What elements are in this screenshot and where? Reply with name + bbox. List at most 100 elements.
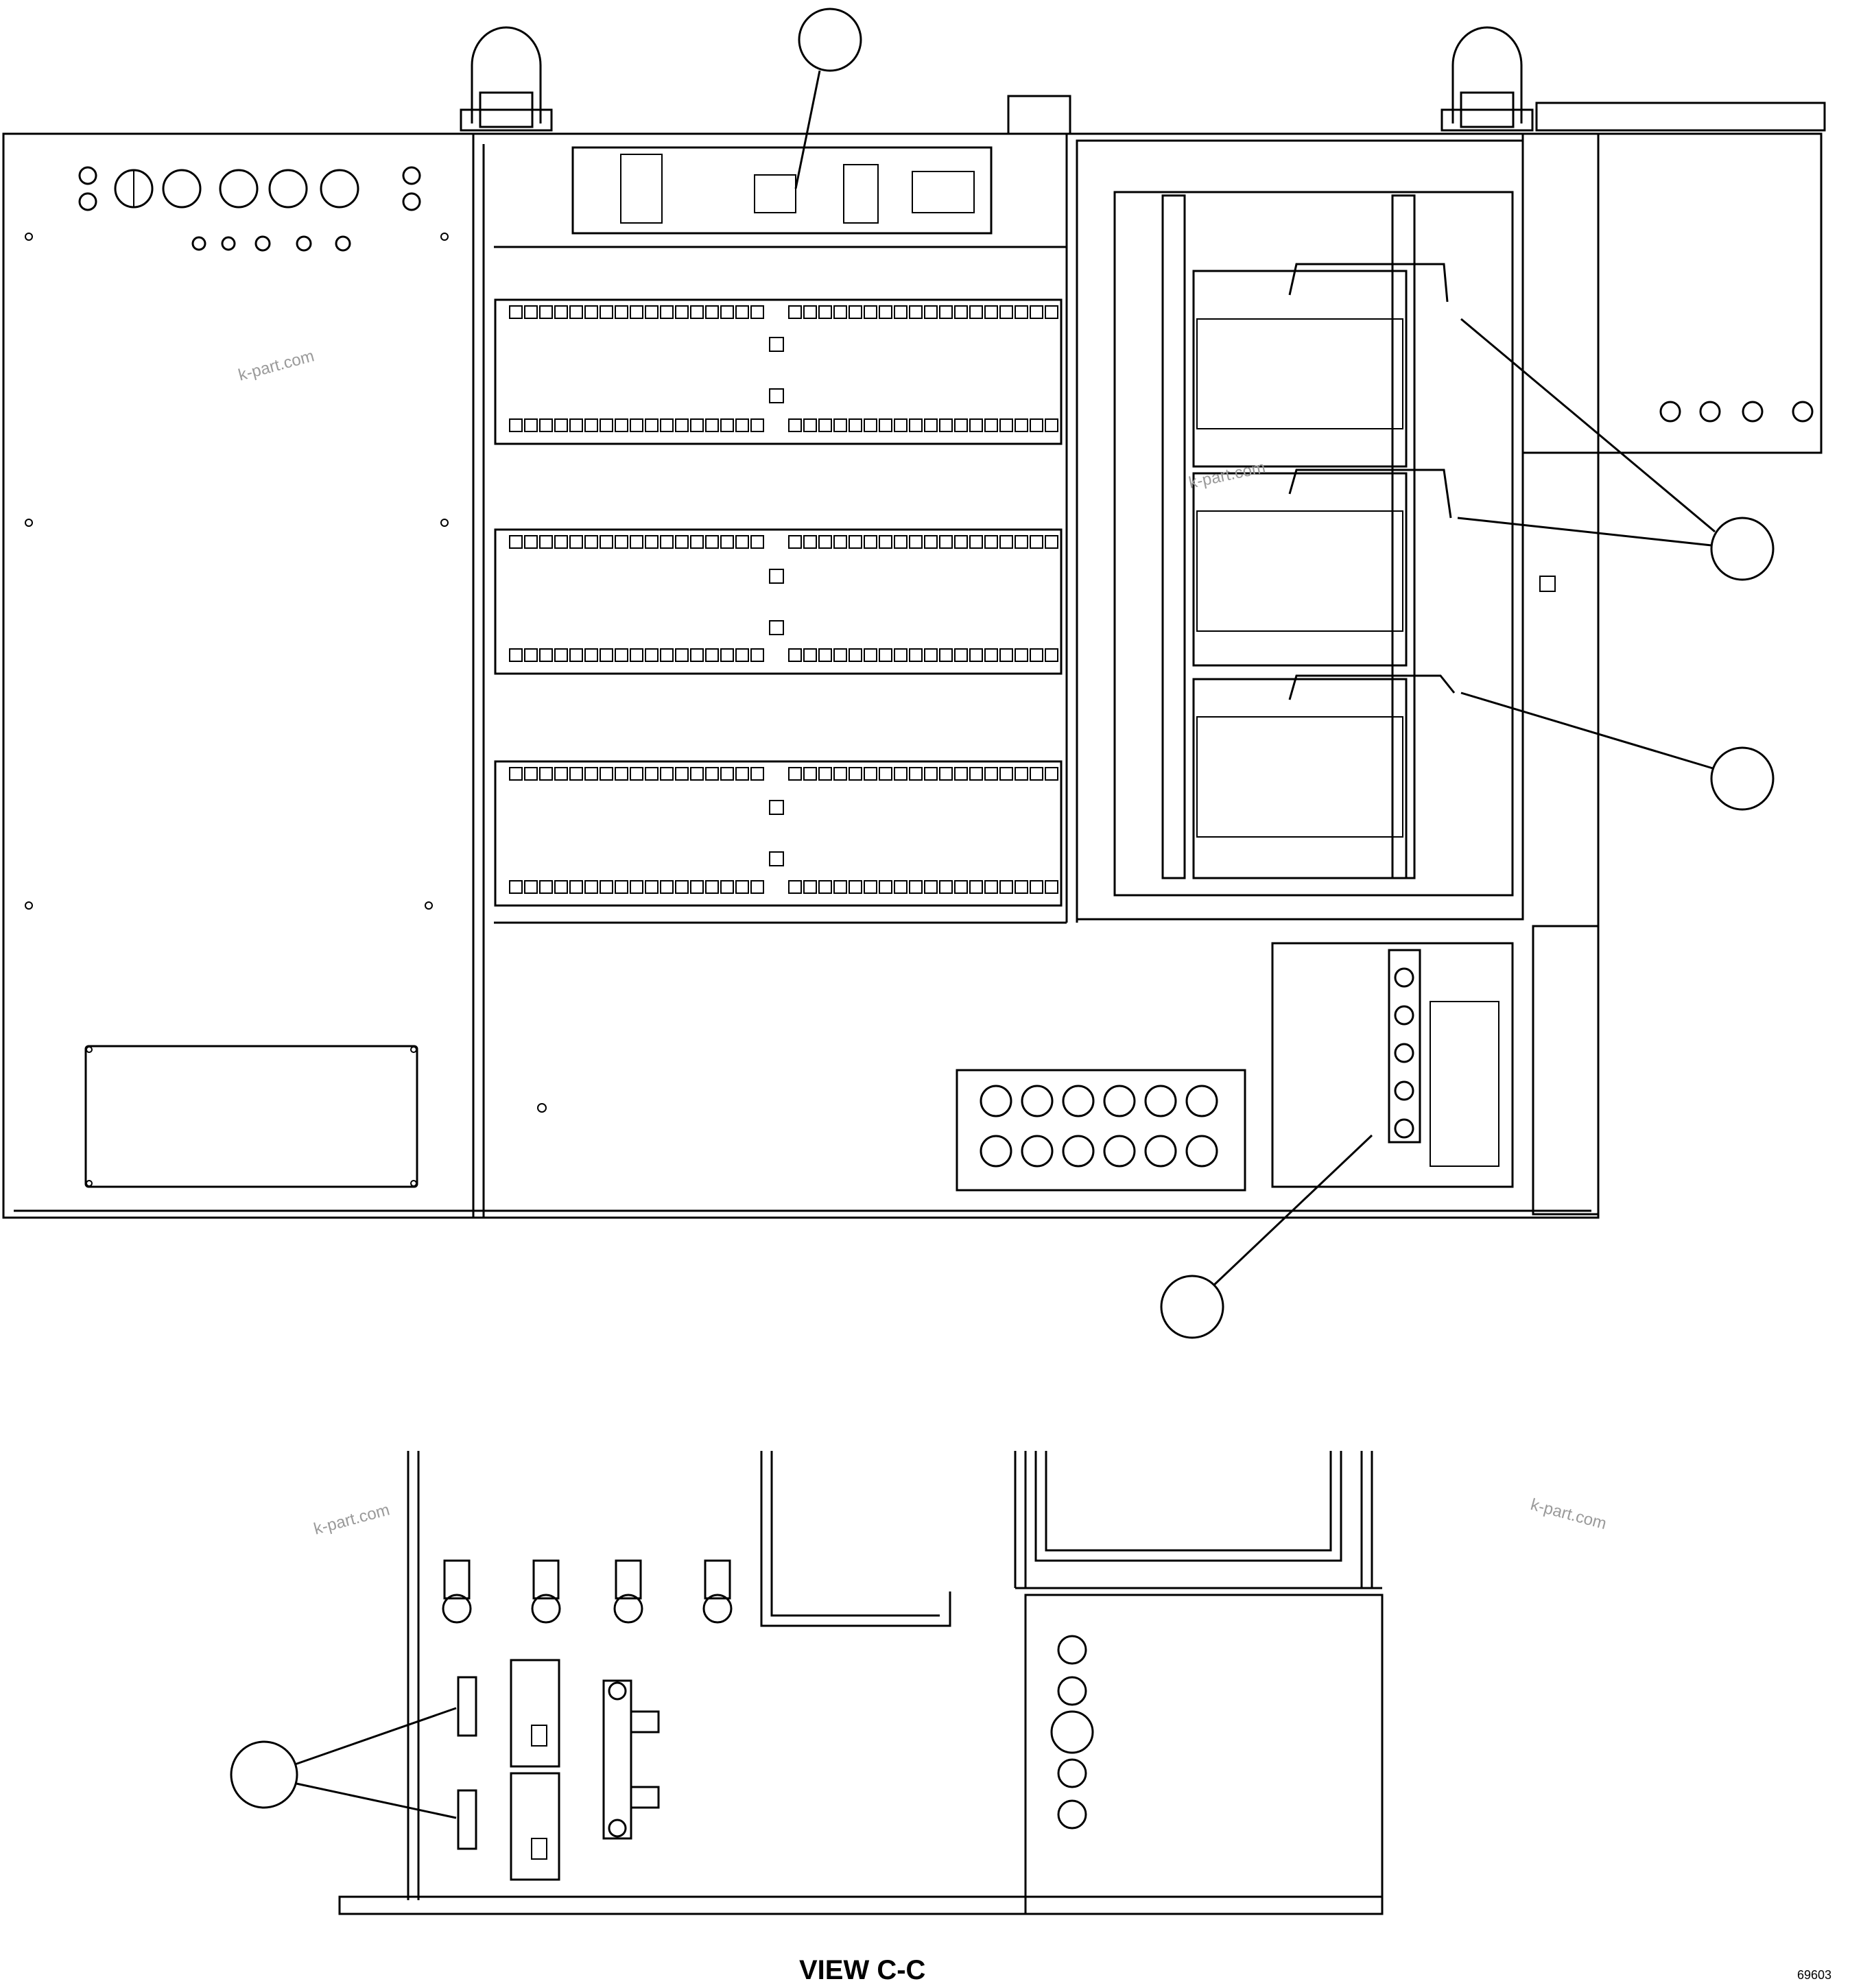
terminal-cell (894, 767, 908, 781)
terminal-cell (690, 767, 704, 781)
terminal-cell (705, 648, 719, 662)
terminal-cell (554, 880, 568, 894)
terminal-cell (954, 880, 968, 894)
terminal-cell (615, 418, 628, 432)
terminal-cell (524, 767, 538, 781)
lugs-row (442, 1559, 733, 1624)
terminal-strip-3 (494, 760, 1063, 907)
terminal-cell (1045, 648, 1058, 662)
terminal-cell (939, 418, 953, 432)
terminal-cell (630, 648, 643, 662)
cable-gland (1062, 1085, 1095, 1117)
terminal-cell (924, 305, 938, 319)
terminal-cell (615, 880, 628, 894)
access-cover (84, 1045, 418, 1188)
terminal-cell (969, 880, 983, 894)
terminal-cell (909, 305, 923, 319)
middle-panel (494, 134, 1078, 1113)
terminal-cell (509, 535, 523, 549)
terminal-cell (999, 305, 1013, 319)
terminal-cell (864, 880, 877, 894)
terminal-cell (864, 535, 877, 549)
terminal-cell (818, 305, 832, 319)
terminal-cell (539, 418, 553, 432)
terminal-cell (750, 535, 764, 549)
terminal-cell (705, 880, 719, 894)
terminal-cell (818, 880, 832, 894)
terminal-cell (584, 767, 598, 781)
cable-gland (1103, 1085, 1136, 1117)
terminal-cell (660, 535, 674, 549)
terminal-cell (1045, 305, 1058, 319)
terminal-cell (909, 648, 923, 662)
terminal-cell (660, 880, 674, 894)
terminal-cell (999, 418, 1013, 432)
contactor-assembly (571, 146, 993, 235)
terminal-cell (569, 767, 583, 781)
terminal-cell (645, 418, 659, 432)
terminal-cell (984, 767, 998, 781)
gauge-2 (162, 169, 202, 209)
terminal-cell (1030, 880, 1043, 894)
terminal-cell (630, 418, 643, 432)
terminal-cell (735, 535, 749, 549)
terminal-cell (999, 648, 1013, 662)
terminal-cell (803, 648, 817, 662)
terminal-cell (750, 880, 764, 894)
terminal-cell (584, 648, 598, 662)
terminal-cell (690, 418, 704, 432)
terminal-cell (645, 767, 659, 781)
lower-area (956, 925, 1600, 1216)
terminal-cell (735, 418, 749, 432)
terminal-cell (630, 767, 643, 781)
cable-gland (980, 1135, 1012, 1168)
terminal-cell (939, 880, 953, 894)
semiconductor-module-1 (1192, 270, 1408, 468)
watermark-3: k-part.com (312, 1500, 392, 1538)
terminal-cell (1015, 648, 1028, 662)
terminal-cell (788, 648, 802, 662)
terminal-cell (645, 305, 659, 319)
busbar-3 (1288, 674, 1456, 700)
terminal-cell (720, 535, 734, 549)
terminal-cell (879, 535, 892, 549)
callouts-top (794, 8, 1775, 1339)
terminal-cell (524, 535, 538, 549)
terminal-cell (924, 535, 938, 549)
terminal-cell (539, 305, 553, 319)
terminal-cell (984, 880, 998, 894)
terminal-cell (1030, 767, 1043, 781)
terminal-cell (954, 418, 968, 432)
terminal-cell (909, 535, 923, 549)
terminal-cell (1015, 880, 1028, 894)
terminal-cell (690, 880, 704, 894)
terminal-cell (999, 535, 1013, 549)
terminal-cell (909, 880, 923, 894)
cable-gland (1021, 1085, 1054, 1117)
terminal-cell (969, 418, 983, 432)
left-panel (25, 134, 485, 1218)
callout-balloon-5 (230, 1740, 298, 1809)
terminal-cell (645, 880, 659, 894)
terminal-cell (833, 648, 847, 662)
terminal-cell (954, 535, 968, 549)
terminal-cell (984, 418, 998, 432)
lifting-eye-left (471, 26, 542, 123)
terminal-cell (600, 880, 613, 894)
terminal-cell (818, 767, 832, 781)
terminal-cell (788, 767, 802, 781)
terminal-cell (660, 767, 674, 781)
cable-gland (1185, 1085, 1218, 1117)
terminal-cell (1045, 767, 1058, 781)
terminal-cell (1030, 535, 1043, 549)
terminal-cell (1030, 418, 1043, 432)
watermark-1: k-part.com (237, 346, 316, 384)
terminal-cell (660, 648, 674, 662)
terminal-cell (720, 305, 734, 319)
callout-balloon-2 (1710, 517, 1775, 581)
terminal-cell (849, 418, 862, 432)
frame-rail-left (1161, 194, 1186, 879)
terminal-cell (788, 880, 802, 894)
terminal-cell (735, 767, 749, 781)
terminal-cell (615, 648, 628, 662)
